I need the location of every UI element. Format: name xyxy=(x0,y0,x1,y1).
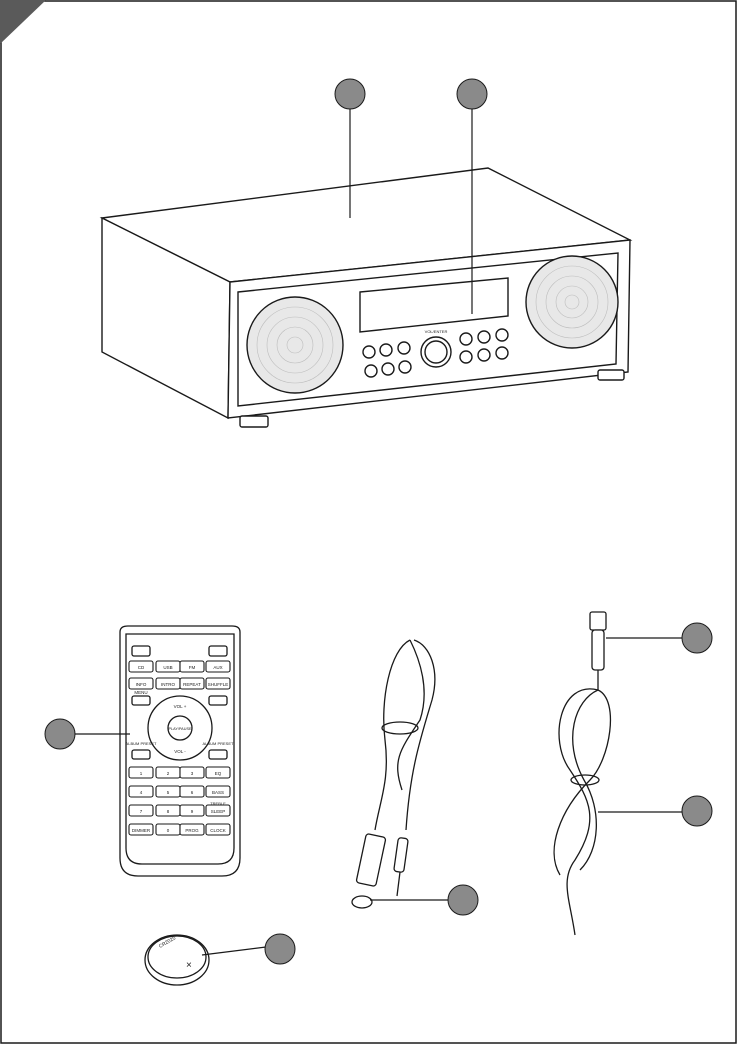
callout-marker xyxy=(681,795,713,827)
remote-key xyxy=(128,823,154,836)
remote-face xyxy=(125,633,235,865)
remote-key xyxy=(205,660,231,673)
remote-key-label: INFO xyxy=(136,682,147,687)
remote-album-left: ALBUM PRESET xyxy=(126,741,157,746)
remote-key-label: PROG xyxy=(185,828,199,833)
remote-key xyxy=(205,766,231,779)
radio-unit xyxy=(99,167,633,428)
radio-button xyxy=(459,350,473,364)
radio-foot-left xyxy=(239,415,269,428)
remote-key-label: FM xyxy=(189,665,196,670)
remote-key xyxy=(205,823,231,836)
remote-key xyxy=(128,660,154,673)
remote-key-label: 0 xyxy=(167,828,170,833)
remote-center-button xyxy=(167,715,193,741)
remote-key xyxy=(179,766,205,779)
remote-key xyxy=(128,766,154,779)
remote-key xyxy=(179,823,205,836)
battery-plus-icon: × xyxy=(186,960,192,971)
radio-front-frame xyxy=(237,252,619,407)
remote-key xyxy=(179,660,205,673)
remote-key xyxy=(205,804,231,817)
remote-key-label: EQ xyxy=(215,771,222,776)
remote-key-label: 7 xyxy=(140,809,143,814)
callout-marker xyxy=(456,78,488,110)
remote-album-down-button xyxy=(131,749,151,760)
remote-key-label: CD xyxy=(138,665,145,670)
remote-key-label: 4 xyxy=(140,790,143,795)
callout-marker xyxy=(334,78,366,110)
remote-key-label: 2 xyxy=(167,771,170,776)
remote-key-label: CLOCK xyxy=(210,828,226,833)
callout-marker xyxy=(447,884,479,916)
remote-key-label: 5 xyxy=(167,790,170,795)
corner-tab xyxy=(0,0,46,44)
remote-key-label: USB xyxy=(163,665,172,670)
callout-marker xyxy=(681,622,713,654)
remote-key xyxy=(128,785,154,798)
remote-key-label: REPEAT xyxy=(183,682,201,687)
remote-album-right: ALBUM PRESET xyxy=(203,741,234,746)
audio-cable xyxy=(351,639,436,909)
remote-key xyxy=(128,677,154,690)
remote-key xyxy=(205,785,231,798)
radio-button xyxy=(477,348,491,362)
radio-button xyxy=(495,346,509,360)
remote-key-label: BASS xyxy=(212,790,224,795)
remote-key-label: AUX xyxy=(213,665,222,670)
callout-line xyxy=(201,946,267,956)
remote-vol-minus: VOL - xyxy=(174,749,186,754)
power-cable xyxy=(553,611,612,936)
remote-treble-label: TREBLE xyxy=(210,801,226,806)
radio-button xyxy=(364,364,378,378)
remote-key-label: 3 xyxy=(191,771,194,776)
radio-display-label: VOL/ENTER xyxy=(425,329,448,334)
speaker-right xyxy=(525,255,619,349)
callout-marker xyxy=(264,933,296,965)
speaker-left xyxy=(246,296,344,394)
remote-key-label: 9 xyxy=(191,809,194,814)
remote-key xyxy=(179,785,205,798)
remote-vol-plus: VOL + xyxy=(174,704,187,709)
remote-key xyxy=(128,804,154,817)
remote-album-up-button xyxy=(208,749,228,760)
radio-button xyxy=(397,341,411,355)
coin-battery xyxy=(144,934,210,986)
remote-key xyxy=(205,677,231,690)
radio-button xyxy=(362,345,376,359)
radio-display xyxy=(359,277,509,333)
remote-key-label: 8 xyxy=(167,809,170,814)
radio-button xyxy=(398,360,412,374)
remote-center-label: PLAY/PAUSE xyxy=(168,727,192,731)
remote-key-label: SLEEP xyxy=(211,809,226,814)
remote-key-label: SHUFFLE xyxy=(208,682,229,687)
remote-key-label: 1 xyxy=(140,771,143,776)
remote-eject-button xyxy=(208,695,228,706)
remote-key-label: 6 xyxy=(191,790,194,795)
radio-button xyxy=(495,328,509,342)
remote-key-label: DIMMER xyxy=(132,828,151,833)
remote-key xyxy=(179,677,205,690)
radio-button xyxy=(459,332,473,346)
remote-power-button xyxy=(131,645,151,657)
radio-button xyxy=(381,362,395,376)
callout-marker xyxy=(44,718,76,750)
speaker-mesh xyxy=(256,265,609,384)
remote-mute-button xyxy=(208,645,228,657)
volume-knob-inner xyxy=(424,340,448,364)
radio-button xyxy=(477,330,491,344)
remote-key xyxy=(179,804,205,817)
remote-menu-label: MENU xyxy=(134,690,147,695)
remote-key-label: INTRO xyxy=(161,682,175,687)
remote-menu-button xyxy=(131,695,151,706)
remote-keys: CD USB FM AUX INFO INTRO REPEAT SHUFFLE 1 2 3 EQ 4 5 6… xyxy=(128,660,231,836)
radio-foot-right xyxy=(597,369,625,381)
radio-button xyxy=(379,343,393,357)
